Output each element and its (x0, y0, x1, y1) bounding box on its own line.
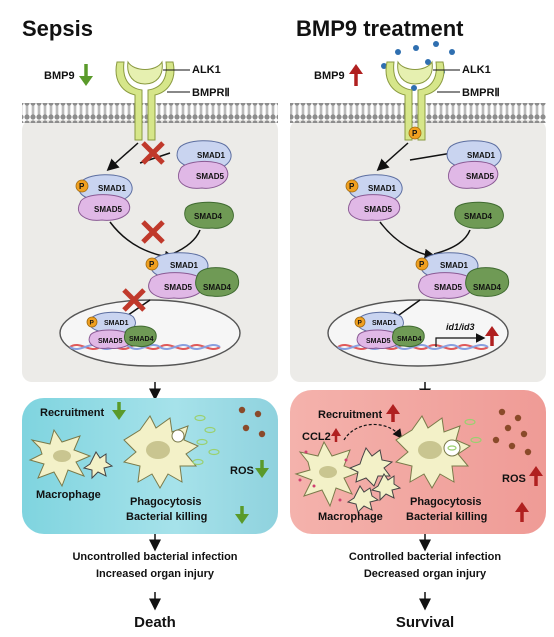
macrophage-icon (294, 440, 402, 513)
svg-text:SMAD1: SMAD1 (104, 320, 129, 327)
alk1-label: ALK1 (462, 64, 491, 76)
bacterial-killing-label: Bacterial killing (126, 511, 207, 523)
macrophage-label: Macrophage (318, 511, 383, 523)
svg-text:SMAD1: SMAD1 (170, 261, 199, 270)
svg-text:SMAD5: SMAD5 (196, 172, 225, 181)
svg-text:SMAD1: SMAD1 (98, 184, 127, 193)
target-genes-up-arrow-icon (485, 326, 499, 346)
recruitment-down-arrow-icon (112, 402, 126, 420)
recruitment-label: Recruitment (318, 409, 383, 421)
bmpr2-label: BMPRⅡ (462, 87, 500, 99)
alk1-bmpr2-receptor-icon (115, 60, 175, 141)
block-x-icon (141, 220, 165, 244)
phagocyte-icon (122, 415, 200, 490)
smad1-smad5-complex: SMAD1 SMAD5 (176, 140, 232, 189)
outcome-line-2: Decreased organ injury (364, 568, 487, 580)
killing-up-arrow-icon (515, 502, 529, 522)
svg-text:P: P (412, 129, 418, 138)
bmp9-down-arrow-icon (79, 64, 93, 86)
svg-text:SMAD4: SMAD4 (473, 283, 502, 292)
svg-text:SMAD5: SMAD5 (366, 338, 391, 345)
bmp9-label: BMP9 (314, 70, 345, 82)
target-genes-label: id1/id3 (446, 322, 475, 332)
phospho-smad1-smad5: P SMAD1 SMAD5 (75, 174, 133, 221)
sepsis-title: Sepsis (22, 16, 93, 41)
alk1-bmpr2-receptor-icon: P (385, 60, 445, 141)
svg-text:SMAD1: SMAD1 (372, 320, 397, 327)
svg-text:SMAD4: SMAD4 (129, 336, 154, 343)
phospho-smad1-smad5: P SMAD1 SMAD5 (345, 174, 403, 221)
svg-text:SMAD5: SMAD5 (164, 283, 193, 292)
nuclear-smad-complex: P SMAD1 SMAD5 SMAD4 (354, 311, 425, 349)
ros-dots-icon (492, 408, 532, 456)
svg-text:SMAD4: SMAD4 (397, 336, 422, 343)
svg-text:SMAD4: SMAD4 (194, 212, 223, 221)
smad4: SMAD4 (454, 201, 504, 229)
svg-text:SMAD1: SMAD1 (467, 151, 496, 160)
alk1-label: ALK1 (192, 64, 221, 76)
macrophage-icon (28, 428, 114, 488)
phagocytosis-label: Phagocytosis (410, 496, 482, 508)
svg-text:SMAD4: SMAD4 (203, 283, 232, 292)
outcome-line-2: Increased organ injury (96, 568, 215, 580)
ros-down-arrow-icon (255, 460, 269, 478)
svg-text:SMAD5: SMAD5 (434, 283, 463, 292)
macrophage-label: Macrophage (36, 489, 101, 501)
phagocyte-icon (394, 415, 472, 490)
svg-text:SMAD5: SMAD5 (466, 172, 495, 181)
svg-text:SMAD4: SMAD4 (464, 212, 493, 221)
block-x-icon (122, 288, 146, 312)
smad1-smad5-complex: SMAD1 SMAD5 (446, 140, 502, 189)
svg-text:P: P (149, 260, 155, 269)
treatment-title: BMP9 treatment (296, 16, 464, 41)
smad-trimer-complex: P SMAD1 SMAD5 SMAD4 (415, 252, 510, 299)
ros-label: ROS (230, 465, 254, 477)
ccl2-up-arrow-icon (331, 428, 341, 442)
sepsis-panel: Sepsis BMP9 ALK1 BMPRⅡ (22, 16, 278, 631)
final-outcome: Survival (396, 614, 454, 631)
bmp9-up-arrow-icon (349, 64, 363, 86)
bacterial-killing-label: Bacterial killing (406, 511, 487, 523)
nuclear-smad-complex: P SMAD1 SMAD5 SMAD4 (86, 311, 157, 349)
smad-trimer-complex: P SMAD1 SMAD5 SMAD4 (145, 252, 240, 299)
killing-down-arrow-icon (235, 506, 249, 524)
ros-label: ROS (502, 473, 526, 485)
recruitment-up-arrow-icon (386, 404, 400, 422)
svg-text:SMAD5: SMAD5 (94, 205, 123, 214)
svg-text:SMAD1: SMAD1 (197, 151, 226, 160)
svg-text:P: P (358, 320, 363, 327)
bmp9-label: BMP9 (44, 70, 75, 82)
svg-text:SMAD1: SMAD1 (368, 184, 397, 193)
phagocytosis-label: Phagocytosis (130, 496, 202, 508)
bacteria-icon (464, 418, 482, 444)
bacteria-icon (192, 414, 220, 466)
bmpr2-label: BMPRⅡ (192, 87, 230, 99)
ccl2-label: CCL2 (302, 431, 331, 443)
svg-text:P: P (79, 182, 85, 191)
svg-text:SMAD5: SMAD5 (98, 338, 123, 345)
svg-text:P: P (349, 182, 355, 191)
final-outcome: Death (134, 614, 176, 631)
ros-up-arrow-icon (529, 466, 543, 486)
ros-dots-icon (238, 406, 266, 438)
smad4: SMAD4 (184, 201, 234, 229)
bmp9-ligand-icon (381, 41, 455, 91)
svg-text:P: P (90, 320, 95, 327)
svg-text:SMAD1: SMAD1 (440, 261, 469, 270)
svg-text:P: P (419, 260, 425, 269)
outcome-line-1: Uncontrolled bacterial infection (72, 551, 237, 563)
svg-text:SMAD5: SMAD5 (364, 205, 393, 214)
ccl2-dots-icon (298, 450, 348, 502)
recruitment-label: Recruitment (40, 407, 105, 419)
outcome-line-1: Controlled bacterial infection (349, 551, 501, 563)
block-x-icon (141, 141, 165, 165)
treatment-panel: BMP9 treatment BMP9 P ALK1 (290, 16, 546, 631)
